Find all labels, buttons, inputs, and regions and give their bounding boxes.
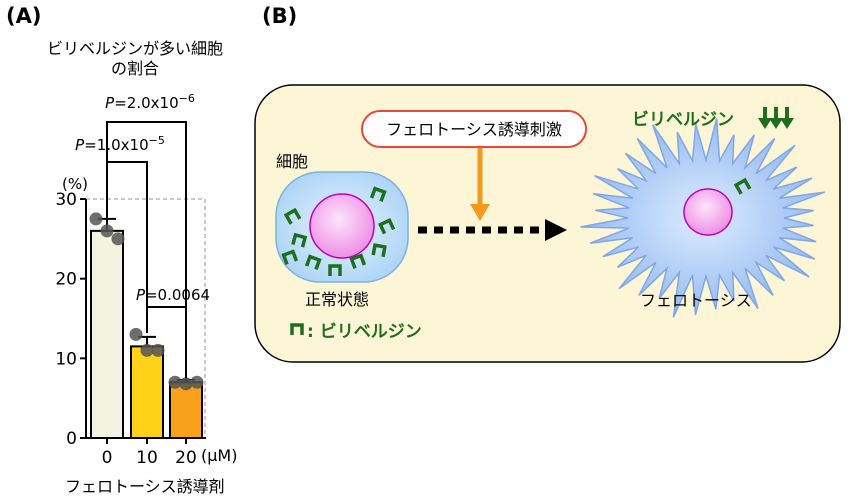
pvalue-label-0-1: P=1.0x10−5 xyxy=(75,134,165,154)
y-tick-label: 0 xyxy=(66,429,77,449)
pvalue-label-1-2: P=0.0064 xyxy=(136,286,210,304)
biliverdin-decrease-label: ビリベルジン xyxy=(632,110,734,130)
x-axis-label: フェロトーシス誘導剤 xyxy=(65,477,225,496)
y-tick-label: 20 xyxy=(55,270,77,290)
panel-b-label: (B) xyxy=(262,4,298,28)
data-point xyxy=(111,232,125,246)
bar-20 xyxy=(169,381,203,440)
chart-title-line1: ビリベルジンが多い細胞 xyxy=(46,39,223,58)
cell-label: 細胞 xyxy=(276,152,308,171)
stimulus-arrow-head xyxy=(470,204,490,221)
y-tick-label: 10 xyxy=(55,349,77,369)
bar-0 xyxy=(90,229,124,439)
bar-10 xyxy=(130,345,164,439)
transition-arrow-head xyxy=(545,219,567,241)
stimulus-label: フェロトーシス誘導刺激 xyxy=(386,120,562,139)
data-point xyxy=(89,212,103,226)
x-tick-label: 20 xyxy=(175,448,197,468)
plot-frame xyxy=(86,198,206,437)
biliverdin-legend-label: : ビリベルジン xyxy=(307,322,422,342)
data-point xyxy=(129,327,143,341)
x-tick-label: 0 xyxy=(102,448,113,468)
stimulus-box xyxy=(361,110,587,148)
x-unit-label: (μM) xyxy=(201,446,238,465)
bar-chart: 0 10 20 30 0 10 20 P=2.0x10−6 P=1.0x10−5 P=0.… xyxy=(55,92,210,468)
chart-title: ビリベルジンが多い細胞 の割合 xyxy=(0,39,270,79)
ferroptotic-cell-nucleus xyxy=(683,188,733,236)
y-tick-label: 30 xyxy=(55,190,77,210)
normal-state-label: 正常状態 xyxy=(305,290,369,309)
y-unit-label: (%) xyxy=(62,175,88,193)
bracket-0-1 xyxy=(106,161,148,333)
data-point xyxy=(168,375,182,389)
ferroptosis-label: フェロトーシス xyxy=(640,291,752,310)
panel-a-label: (A) xyxy=(6,4,42,28)
data-point xyxy=(151,343,165,357)
x-tick-label: 10 xyxy=(136,448,158,468)
down-arrows-icon xyxy=(758,107,794,129)
data-point xyxy=(140,343,154,357)
chart-title-line2: の割合 xyxy=(110,59,159,78)
pvalue-label-0-2: P=2.0x10−6 xyxy=(105,92,195,112)
bracket-1-2 xyxy=(146,306,187,379)
normal-cell-nucleus xyxy=(309,193,375,259)
data-point xyxy=(100,224,114,238)
data-point xyxy=(190,375,204,389)
data-point xyxy=(179,377,193,391)
